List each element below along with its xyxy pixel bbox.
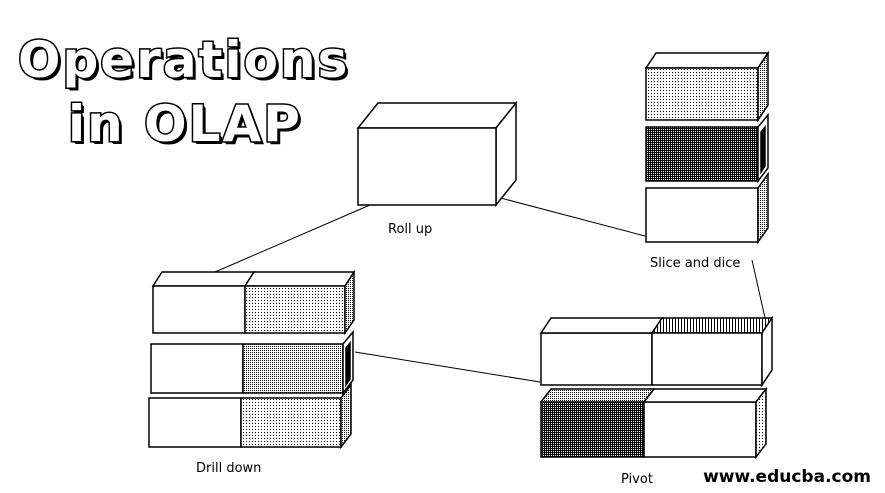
- pivot-label: Pivot: [621, 472, 653, 487]
- roll-up-cube: [356, 100, 518, 208]
- slice-and-dice-stack: [644, 50, 770, 245]
- roll-up-label: Roll up: [388, 222, 432, 237]
- pivot-grid: [539, 315, 774, 460]
- connector-rollup-slice: [492, 195, 646, 237]
- connector-lines: [214, 195, 766, 383]
- watermark: www.educba.com: [703, 467, 871, 487]
- connector-drilldown-pivot: [354, 351, 541, 383]
- title-line-1: Operations: [16, 31, 350, 89]
- title-line-2: in OLAP: [67, 95, 302, 153]
- drill-down-grid: [148, 269, 356, 450]
- slice-and-dice-label: Slice and dice: [650, 256, 740, 271]
- drill-down-label: Drill down: [196, 461, 261, 476]
- connector-rollup-drilldown: [214, 204, 371, 273]
- connector-slice-pivot: [751, 259, 766, 319]
